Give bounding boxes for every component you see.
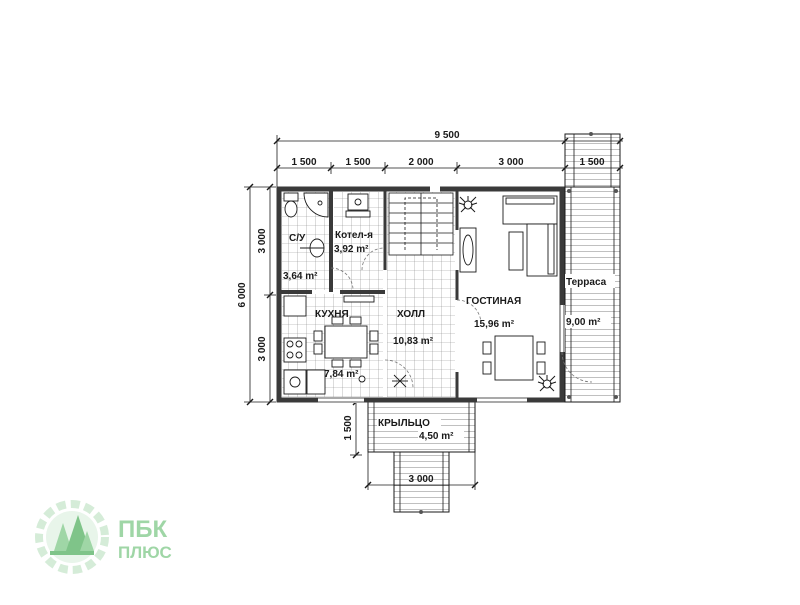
door-swings <box>330 247 593 389</box>
living-furniture <box>459 195 558 381</box>
room-label-living: ГОСТИНАЯ <box>466 296 521 307</box>
room-bathroom: С/У 3,64 m² <box>283 233 318 282</box>
logo-text-line2: ПЛЮС <box>118 543 172 562</box>
room-label-kitchen: КУХНЯ <box>315 309 349 320</box>
tree-gear-icon <box>35 500 109 574</box>
dimension-lines <box>244 135 623 490</box>
room-area-terrace: 9,00 m² <box>566 317 601 328</box>
room-area-hall: 10,83 m² <box>393 336 434 347</box>
dim-porch-width: 3 000 <box>408 474 433 485</box>
room-label-terrace: Терраса <box>566 277 607 288</box>
brand-logo: ПБК ПЛЮС <box>35 500 172 574</box>
room-label-bathroom: С/У <box>289 233 306 244</box>
logo-text-line1: ПБК <box>118 516 168 543</box>
dim-total-width: 9 500 <box>434 130 459 141</box>
kitchen-furniture <box>283 295 379 395</box>
room-label-porch: КРЫЛЬЦО <box>378 418 430 429</box>
staircase <box>388 192 454 256</box>
room-porch: КРЫЛЬЦО 4,50 m² <box>377 416 464 442</box>
dim-top-2: 1 500 <box>345 157 370 168</box>
room-area-kitchen: 7,84 m² <box>324 369 359 380</box>
walls <box>276 186 565 403</box>
plant-icon <box>458 196 557 392</box>
room-area-living: 15,96 m² <box>474 319 515 330</box>
dim-top-5: 1 500 <box>579 157 604 168</box>
dim-top-4: 3 000 <box>498 157 523 168</box>
dim-left-1: 3 000 <box>257 228 268 253</box>
room-boiler: Котел-я 3,92 m² <box>334 230 373 255</box>
dim-left-2: 3 000 <box>257 336 268 361</box>
room-area-bathroom: 3,64 m² <box>283 271 318 282</box>
boiler <box>345 193 371 218</box>
terrace-deck <box>564 132 621 403</box>
dim-porch-depth: 1 500 <box>343 415 354 440</box>
wall-openings <box>318 186 565 403</box>
hall-items <box>392 374 408 388</box>
room-hall: ХОЛЛ 10,83 m² <box>393 309 434 347</box>
room-kitchen: КУХНЯ 7,84 m² <box>315 309 359 380</box>
room-area-porch: 4,50 m² <box>419 431 454 442</box>
bathroom-fixtures <box>283 192 329 258</box>
dim-top-1: 1 500 <box>291 157 316 168</box>
room-terrace: Терраса 9,00 m² <box>565 274 615 328</box>
room-area-boiler: 3,92 m² <box>334 244 369 255</box>
room-label-hall: ХОЛЛ <box>397 309 425 320</box>
windows <box>318 305 565 403</box>
dim-top-3: 2 000 <box>408 157 433 168</box>
room-living: ГОСТИНАЯ 15,96 m² <box>466 296 521 330</box>
dim-total-height: 6 000 <box>237 282 248 307</box>
room-label-boiler: Котел-я <box>335 230 373 241</box>
